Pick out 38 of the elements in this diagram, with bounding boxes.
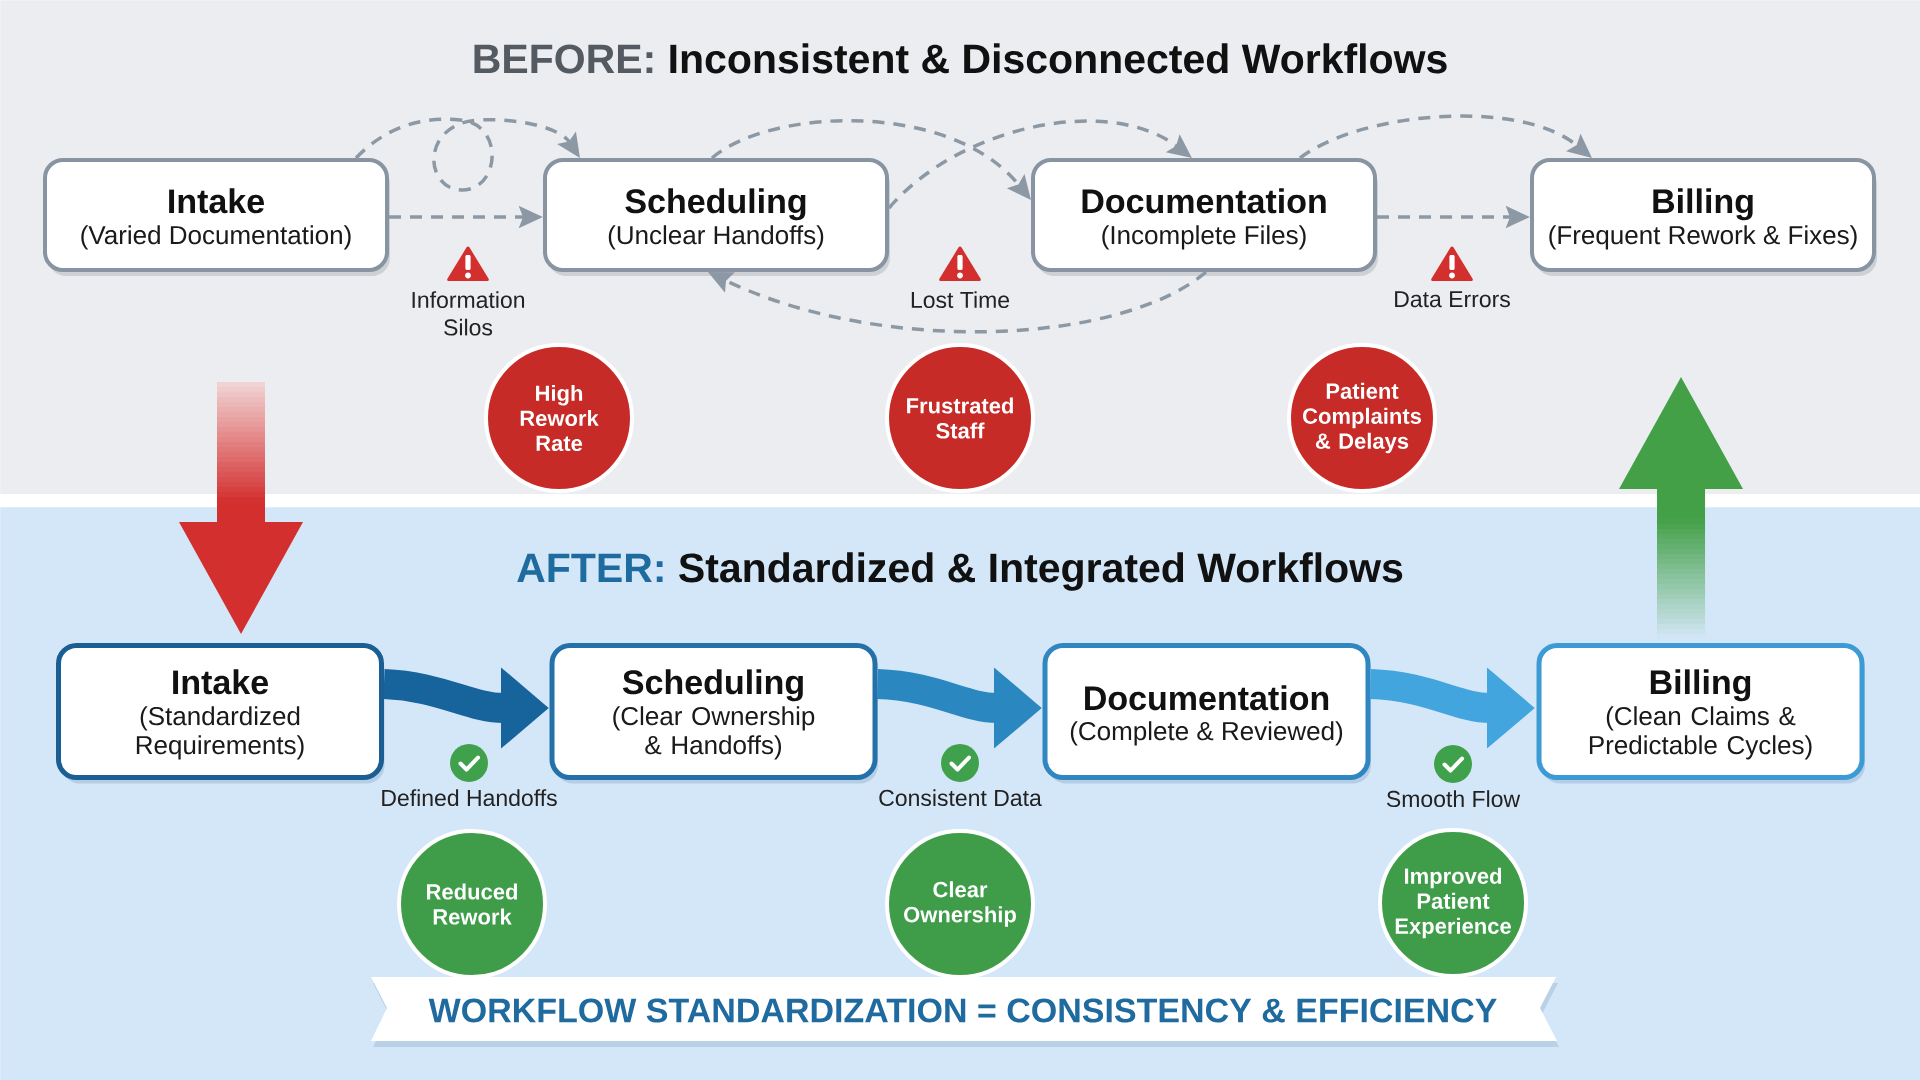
warning-label: Information Silos	[412, 291, 525, 336]
step-title: Scheduling	[625, 188, 806, 221]
check-label: Smooth Flow	[1386, 790, 1521, 808]
step-title: Billing	[1653, 188, 1753, 221]
step-subtitle: (Standardized Requirements)	[136, 706, 304, 760]
warning-label: Data Errors	[1395, 291, 1510, 308]
process-box	[43, 158, 390, 276]
dashed-arrow	[354, 117, 580, 192]
heading-tag: BEFORE:	[474, 44, 653, 74]
process-box	[1536, 643, 1865, 784]
step-subtitle: (Clear Ownership & Handoffs)	[613, 706, 815, 760]
step-subtitle: (Frequent Rework & Fixes)	[1549, 225, 1857, 250]
step-subtitle: (Clean Claims & Predictable Cycles)	[1589, 706, 1812, 760]
check-label: Consistent Data	[879, 789, 1042, 807]
step-subtitle: (Varied Documentation)	[81, 225, 351, 250]
check-label: Defined Handoffs	[382, 789, 557, 807]
step-title: Documentation	[1082, 188, 1326, 214]
process-box	[56, 643, 385, 784]
heading-tag: AFTER:	[517, 553, 663, 582]
block-arrow	[1619, 377, 1743, 639]
step-title: Billing	[1650, 669, 1751, 702]
process-box	[1031, 158, 1378, 276]
process-box	[543, 158, 890, 276]
heading: Standardized & Integrated Workflows	[679, 552, 1403, 591]
process-box	[549, 643, 878, 784]
process-box	[1530, 158, 1877, 276]
block-arrow	[179, 382, 303, 634]
step-title: Intake	[169, 188, 264, 214]
heading: Inconsistent & Disconnected Workflows	[670, 43, 1447, 74]
process-box	[1042, 643, 1371, 784]
ribbon-banner: WORKFLOW STANDARDIZATION = CONSISTENCY & EFFICIENCY	[371, 977, 1559, 1047]
step-subtitle: (Incomplete Files)	[1102, 225, 1306, 250]
step-title: Documentation	[1085, 685, 1329, 711]
step-title: Intake	[173, 669, 268, 695]
warning-label: Lost Time	[911, 291, 1010, 309]
step-subtitle: (Complete & Reviewed)	[1070, 721, 1343, 746]
step-subtitle: (Unclear Handoffs)	[608, 225, 824, 250]
step-title: Scheduling	[622, 669, 803, 702]
